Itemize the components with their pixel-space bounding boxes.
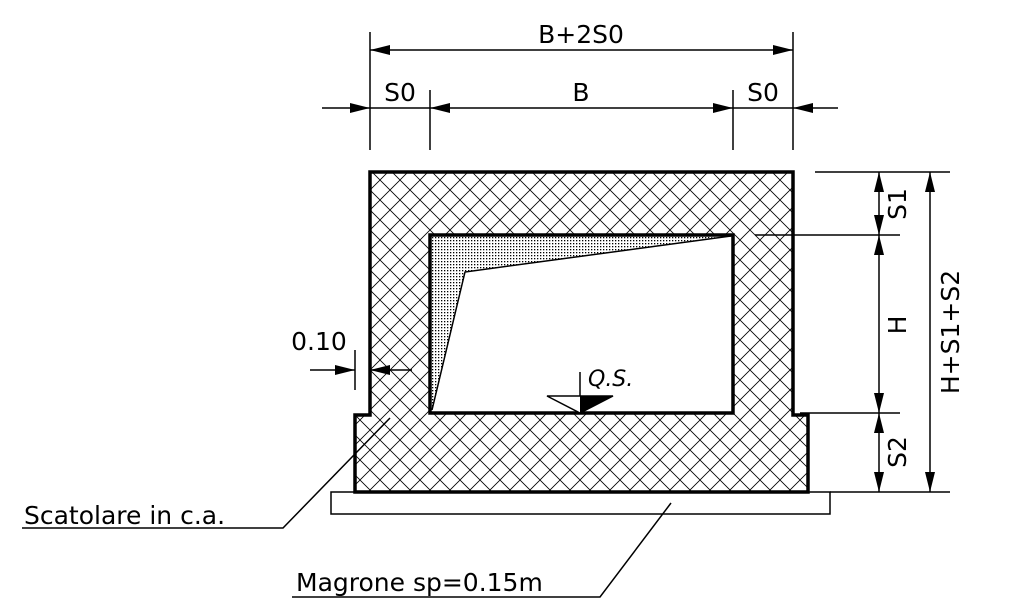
culvert-label: Scatolare in c.a. — [24, 501, 225, 530]
arrowhead — [713, 103, 733, 113]
dim-total-height-label: H+S1+S2 — [936, 270, 965, 394]
dim-inner-width-label: B — [572, 78, 589, 107]
lean-concrete-slab — [330, 491, 831, 515]
arrowhead — [430, 103, 450, 113]
dim-top-slab-label: S1 — [883, 188, 912, 220]
arrowhead — [370, 365, 390, 375]
opening-shading — [432, 235, 731, 410]
opening-shading-edge — [431, 235, 732, 411]
arrowhead — [874, 235, 884, 255]
arrowhead — [874, 413, 884, 433]
arrowhead — [925, 472, 935, 492]
culvert-leader: Scatolare in c.a. — [22, 417, 391, 530]
lean-concrete-label: Magrone sp=0.15m — [296, 568, 543, 597]
arrowhead — [350, 103, 370, 113]
dim-bottom-slab-label: S2 — [883, 436, 912, 468]
arrowhead — [335, 365, 355, 375]
arrowhead — [793, 103, 813, 113]
dim-inner-height-label: H — [883, 316, 912, 335]
water-level-symbol: Q.S. — [546, 367, 633, 414]
arrowhead — [370, 45, 390, 55]
arrowhead — [925, 172, 935, 192]
dim-step-label: 0.10 — [291, 327, 347, 356]
lean-concrete-leader: Magrone sp=0.15m — [292, 502, 672, 598]
dim-wall-right-label: S0 — [747, 78, 779, 107]
dim-wall-left-label: S0 — [384, 78, 416, 107]
step-dimension: 0.10 — [291, 327, 412, 390]
arrowhead — [874, 215, 884, 235]
top-dimensions: B+2S0 S0 B S0 — [322, 20, 838, 150]
water-level-label: Q.S. — [588, 367, 633, 392]
dim-total-width-label: B+2S0 — [538, 20, 624, 49]
water-level-triangle-fill — [580, 396, 613, 413]
arrowhead — [773, 45, 793, 55]
right-dimensions: S1 H S2 H+S1+S2 — [755, 171, 965, 493]
arrowhead — [874, 472, 884, 492]
arrowhead — [874, 172, 884, 192]
arrowhead — [874, 393, 884, 413]
culvert-body — [355, 172, 808, 492]
